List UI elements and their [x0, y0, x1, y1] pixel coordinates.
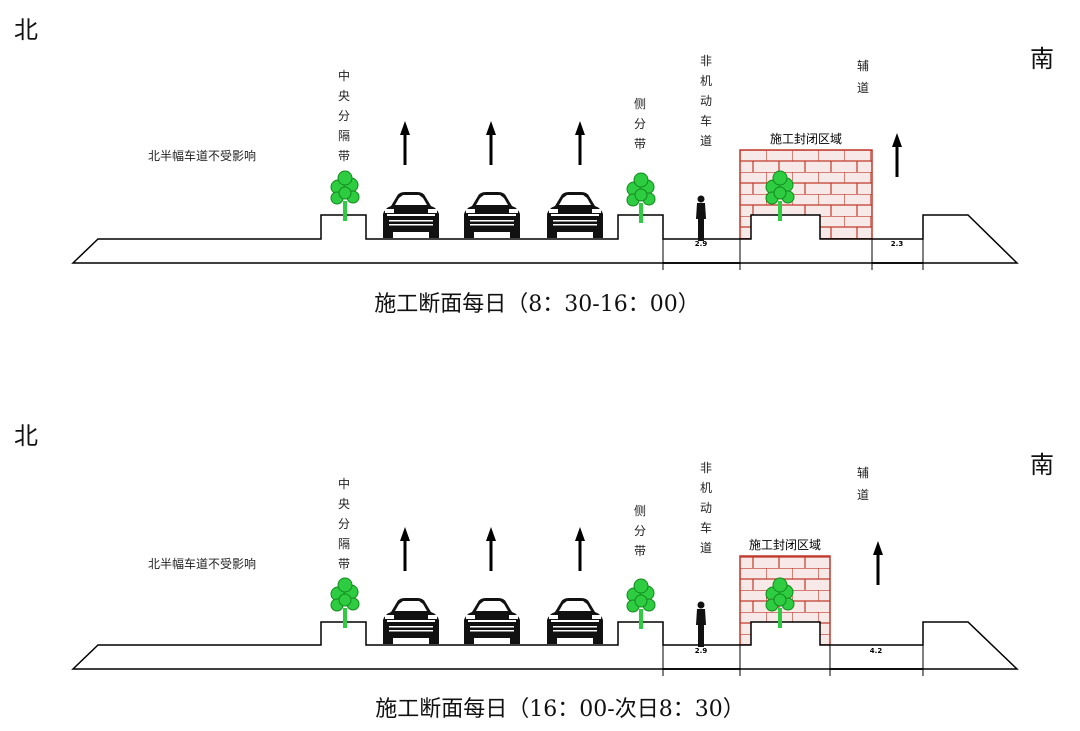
svg-text:央: 央 — [338, 497, 350, 511]
car-3 — [547, 192, 603, 238]
svg-text:中: 中 — [338, 476, 350, 491]
svg-text:带: 带 — [634, 544, 646, 558]
section-2: 北 南 北半幅车道不受影响 中 央 分 隔 带 侧 分 带 非 机 动 车 道 … — [14, 422, 1054, 722]
svg-text:道: 道 — [857, 81, 869, 95]
north-label: 北 — [14, 16, 38, 44]
north-label: 北 — [14, 422, 38, 450]
car-3 — [547, 598, 603, 644]
road-profile — [71, 214, 1019, 264]
traffic-arrow-3 — [573, 119, 587, 167]
service-road-label: 辅 道 — [857, 59, 869, 95]
cyclist-icon — [696, 195, 706, 241]
car-1 — [383, 598, 439, 644]
dim-right-value: 2.3 — [891, 240, 904, 248]
construction-zone-label: 施工封闭区域 — [749, 538, 821, 552]
traffic-arrow-2 — [484, 525, 498, 573]
south-label: 南 — [1030, 451, 1054, 479]
svg-text:隔: 隔 — [338, 537, 350, 551]
traffic-arrow-1 — [398, 525, 412, 573]
median-tree — [330, 577, 360, 629]
svg-text:辅: 辅 — [857, 59, 869, 73]
svg-text:道: 道 — [857, 488, 869, 502]
svg-text:带: 带 — [634, 137, 646, 151]
car-2 — [464, 598, 520, 644]
svg-text:侧: 侧 — [634, 97, 646, 111]
service-road-arrow — [871, 539, 885, 587]
bike-lane-label: 非 机 动 车 道 — [700, 461, 712, 555]
median-label: 中 央 分 隔 带 — [338, 476, 350, 571]
dim-right-value: 4.2 — [870, 647, 883, 655]
svg-text:央: 央 — [338, 89, 350, 103]
svg-text:中: 中 — [338, 68, 350, 83]
svg-text:车: 车 — [700, 113, 712, 128]
dim-right — [829, 645, 924, 676]
svg-text:机: 机 — [700, 481, 712, 495]
median-tree — [330, 170, 360, 222]
south-label: 南 — [1030, 45, 1054, 73]
bike-lane-label: 非 机 动 车 道 — [700, 54, 712, 148]
traffic-arrow-1 — [398, 119, 412, 167]
svg-text:分: 分 — [338, 109, 350, 123]
car-1 — [383, 192, 439, 238]
dim-bike-lane-value: 2.9 — [695, 647, 708, 655]
left-note: 北半幅车道不受影响 — [148, 556, 256, 571]
svg-text:分: 分 — [338, 517, 350, 531]
svg-text:隔: 隔 — [338, 129, 350, 143]
svg-text:非: 非 — [700, 461, 712, 475]
svg-text:辅: 辅 — [857, 466, 869, 480]
side-strip-label: 侧 分 带 — [634, 504, 646, 558]
svg-text:带: 带 — [338, 557, 350, 571]
cyclist-icon — [696, 601, 706, 647]
traffic-arrow-3 — [573, 525, 587, 573]
svg-text:机: 机 — [700, 74, 712, 88]
construction-zone-label: 施工封闭区域 — [770, 132, 842, 146]
svg-text:分: 分 — [634, 524, 646, 538]
dim-bike-lane — [662, 239, 741, 270]
svg-text:侧: 侧 — [634, 504, 646, 518]
dim-right — [871, 239, 924, 270]
left-note: 北半幅车道不受影响 — [148, 148, 256, 163]
svg-text:道: 道 — [700, 541, 712, 555]
section-caption: 施工断面每日（16：00-次日8：30） — [375, 697, 744, 722]
side-strip-label: 侧 分 带 — [634, 97, 646, 151]
section-caption: 施工断面每日（8：30-16：00） — [374, 292, 699, 317]
road-profile — [71, 621, 1019, 670]
svg-text:车: 车 — [700, 520, 712, 535]
svg-text:道: 道 — [700, 134, 712, 148]
svg-text:非: 非 — [700, 54, 712, 68]
median-label: 中 央 分 隔 带 — [338, 68, 350, 163]
svg-text:带: 带 — [338, 149, 350, 163]
car-2 — [464, 192, 520, 238]
svg-text:动: 动 — [700, 94, 712, 108]
traffic-arrow-2 — [484, 119, 498, 167]
svg-text:分: 分 — [634, 117, 646, 131]
section-1: 北 南 北半幅车道不受影响 中 央 分 隔 带 侧 分 带 非 机 动 车 道 … — [14, 16, 1054, 317]
service-road-arrow — [890, 131, 904, 179]
dim-bike-lane-value: 2.9 — [695, 240, 708, 248]
service-road-label: 辅 道 — [857, 466, 869, 502]
dim-bike-lane — [662, 645, 741, 676]
svg-text:动: 动 — [700, 501, 712, 515]
